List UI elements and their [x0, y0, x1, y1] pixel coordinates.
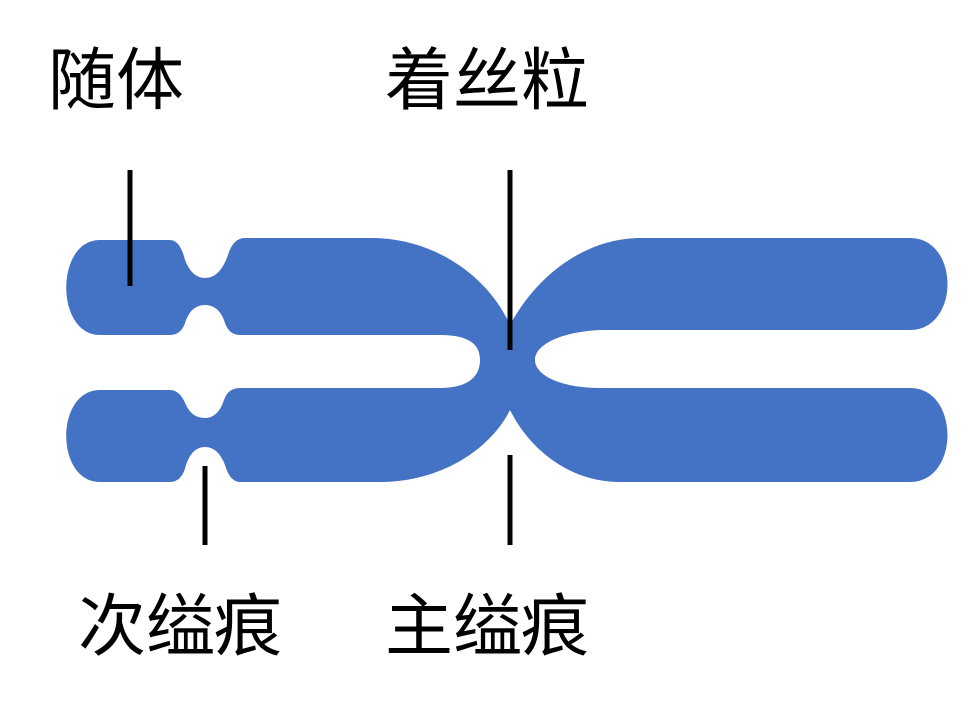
centromere-label: 着丝粒 — [385, 42, 590, 121]
satellite-label: 随体 — [48, 42, 185, 121]
chromosome-shape — [66, 238, 948, 482]
primary-constriction-label: 主缢痕 — [385, 588, 590, 667]
secondary-constriction-label: 次缢痕 — [78, 588, 283, 667]
